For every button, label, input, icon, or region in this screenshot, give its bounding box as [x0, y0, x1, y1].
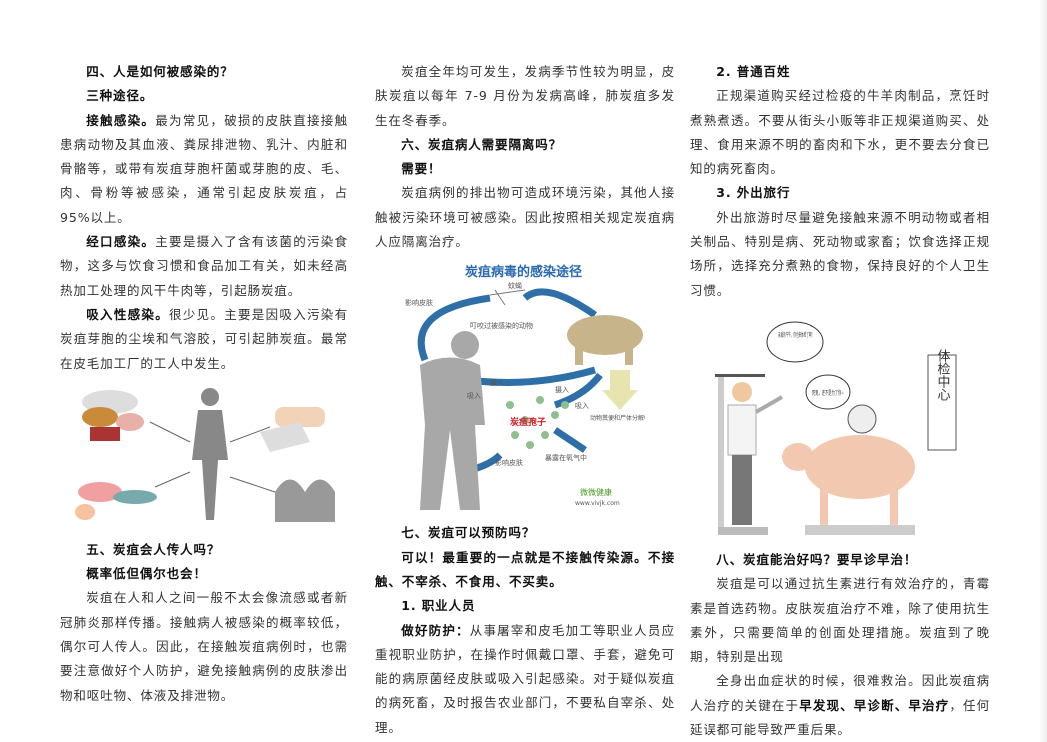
section-7-title: 七、炭疽可以预防吗？ [401, 525, 536, 541]
page-edge [1039, 0, 1047, 742]
diagram-logo: 微微健康 [580, 487, 612, 497]
public-text: 正规渠道购买经过检疫的牛羊肉制品，烹饪时煮熟煮透。不要从街头小贩等非正规渠道购买… [690, 88, 990, 177]
checkup-cartoon-drawing: 亲爱的牛牛，你也来体检了啊！ 死鬼，还不是为了你~ 体检中心 [715, 321, 957, 535]
section-5-subtitle: 概率低但偶尔也会！ [86, 566, 207, 582]
section-4-title: 四、人是如何被感染的？ [86, 64, 234, 79]
early-treatment-emphasis: 早发现、早诊断、早治疗 [799, 697, 950, 713]
section-8-title: 八、炭疽能治好吗？要早诊早治！ [716, 551, 918, 567]
section-4-subtitle: 三种途径。 [86, 88, 154, 104]
diagram-label: 吸入 [467, 392, 481, 400]
mosquito-icon [489, 289, 526, 306]
diagram-label: 摄入 [490, 378, 504, 387]
occupational-title: 1. 职业人员 [401, 598, 476, 614]
diagram-title: 炭疽病毒的感染途径 [465, 264, 582, 280]
oral-infection-paragraph: 经口感染。主要是摄入了含有该菌的污染食物，这多与饮食习惯和食品加工有关，如未经高… [60, 230, 348, 303]
section-8-text-2: 全身出血症状的时候，很难救治。因此炭疽病人治疗的关键在于早发现、早诊断、早治疗，… [690, 669, 990, 742]
column-3: 2. 普通百姓 正规渠道购买经过检疫的牛羊肉制品，烹饪时煮熟煮透。不要从街头小贩… [690, 60, 990, 742]
height-ruler [718, 374, 724, 535]
cow-icon [782, 434, 915, 525]
checkup-center-sign: 体检中心 [935, 349, 951, 401]
oral-text: 主要是摄入了含有该菌的污染食物，这多与饮食习惯和食品加工有关，如未经高热加工处理… [60, 234, 348, 298]
season-text: 炭疽全年均可发生，发病季节性较为明显，皮肤炭疽以每年 7-9 月份为发病高峰，肺… [375, 64, 675, 128]
cattle-icon [567, 315, 643, 366]
section-5-title: 五、炭疽会人传人吗？ [86, 541, 221, 557]
diagram-label: 吸入 [575, 402, 589, 410]
diagram-label: 暴露在氧气中 [545, 453, 587, 462]
cow-scale [805, 524, 915, 535]
diagram-label: 蚊蝇 [508, 281, 522, 290]
infection-routes-drawing [75, 387, 335, 522]
diagram-label: 动物粪便和尸体分解中的细菌 [590, 414, 645, 422]
occupational-paragraph: 做好防护：从事屠宰和皮毛加工等职业人员应重视职业防护，在操作时佩戴口罩、手套，避… [375, 619, 675, 740]
travel-text: 外出旅游时尽量避免接触来源不明动物或者相关制品、特别是病、死动物或家畜；饮食选择… [690, 209, 990, 298]
workers-icon [275, 479, 335, 522]
diagram-label: 影响皮肤 [405, 298, 433, 307]
contact-label: 接触感染。 [86, 112, 156, 128]
sign-board [927, 354, 957, 451]
travel-title: 3. 外出旅行 [716, 185, 791, 201]
person-silhouette-icon [192, 387, 228, 520]
checkup-cartoon: 亲爱的牛牛，你也来体检了啊！ 死鬼，还不是为了你~ 体检中心 [710, 317, 990, 542]
transmission-diagram-drawing: 炭疽病毒的感染途径 蚊蝇 影响皮肤 叮咬过被感染的动物 摄入 吸入 摄入 吸入 … [405, 264, 668, 511]
diagram-label: 影响皮肤 [495, 458, 523, 467]
section-7-subtitle: 可以！最重要的一点就是不接触传染源。不接触、不宰杀、不食用、不买卖。 [375, 549, 675, 589]
hand-icon [260, 406, 325, 452]
column-1: 四、人是如何被感染的？ 三种途径。 接触感染。最为常见，破损的皮肤直接接触患病动… [60, 60, 348, 708]
inhale-text: 很少见。主要是因吸入污染有炭疽芽胞的尘埃和气溶胶，可引起肺炭疽。最常在皮毛加工厂… [60, 306, 348, 371]
speech-bubble-man: 亲爱的牛牛，你也来体检了啊！ [778, 331, 814, 339]
section-5-text: 炭疽在人和人之间一般不太会像流感或者新冠肺炎那样传播。接触病人被感染的概率较低，… [60, 590, 348, 703]
inhale-label: 吸入性感染。 [86, 306, 170, 322]
spore-label: 炭疽孢子 [510, 416, 546, 428]
treatment-text-end: ，任何延误都可能导致严重后果。 [690, 697, 991, 738]
speech-bubble-cow: 死鬼，还不是为了你~ [812, 389, 844, 397]
column-2: 炭疽全年均可发生，发病季节性较为明显，皮肤炭疽以每年 7-9 月份为发病高峰，肺… [375, 60, 675, 740]
oral-label: 经口感染。 [86, 234, 156, 250]
down-arrow-icon [602, 370, 638, 411]
public-title: 2. 普通百姓 [716, 64, 791, 79]
food-icon [75, 481, 157, 520]
contact-infection-paragraph: 接触感染。最为常见，破损的皮肤直接接触患病动物及其血液、粪尿排泄物、乳汁、内脏和… [60, 109, 348, 230]
infection-routes-illustration [60, 382, 348, 532]
man-icon [727, 381, 783, 525]
contact-text: 最为常见，破损的皮肤直接接触患病动物及其血液、粪尿排泄物、乳汁、内脏和骨骼等，或… [60, 112, 348, 225]
spores [506, 396, 569, 450]
scale-dial-icon [847, 404, 877, 434]
diagram-url: www.vivjk.com [575, 500, 620, 507]
inhale-infection-paragraph: 吸入性感染。很少见。主要是因吸入污染有炭疽芽胞的尘埃和气溶胶，可引起肺炭疽。最常… [60, 303, 348, 376]
section-6-subtitle: 需要！ [401, 161, 442, 177]
protection-label: 做好防护： [401, 622, 470, 638]
diagram-label: 叮咬过被感染的动物 [470, 321, 533, 330]
section-8-text-1: 炭疽是可以通过抗生素进行有效治疗的，青霉素是首选药物。皮肤炭疽治疗不难，除了使用… [690, 576, 990, 665]
transmission-diagram: 炭疽病毒的感染途径 蚊蝇 影响皮肤 叮咬过被感染的动物 摄入 吸入 摄入 吸入 … [395, 260, 675, 515]
section-6-title: 六、炭疽病人需要隔离吗？ [401, 136, 563, 152]
section-6-text: 炭疽病例的排出物可造成环境污染，其他人接触被污染环境可被感染。因此按照相关规定炭… [375, 185, 675, 250]
diagram-label: 摄入 [555, 385, 569, 394]
animals-icon [82, 389, 144, 441]
occupational-text: 从事屠宰和皮毛加工等职业人员应重视职业防护，在操作时佩戴口罩、手套，避免可能的病… [375, 622, 675, 735]
treatment-text: 全身出血症状的时候，很难救治。因此炭疽病人治疗的关键在于 [690, 673, 990, 713]
human-figure-icon [420, 331, 485, 511]
